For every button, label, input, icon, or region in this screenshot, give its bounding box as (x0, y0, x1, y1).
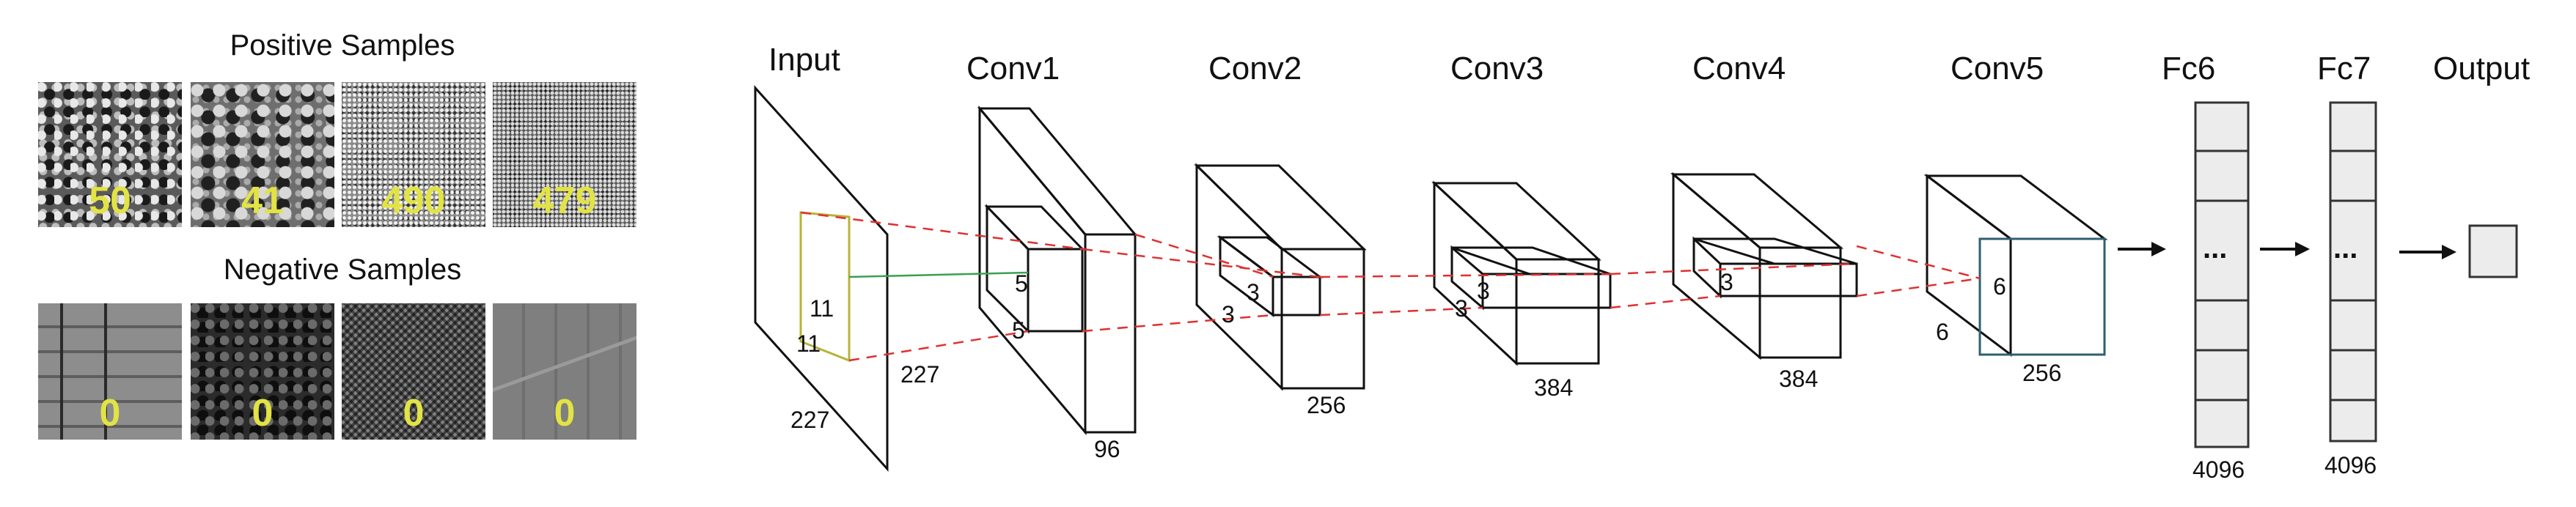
sample-count-label: 490 (381, 180, 446, 222)
sample-count-label: 0 (554, 392, 576, 434)
projection-lines (800, 211, 1981, 362)
dim-label: 3 (1720, 269, 1733, 295)
dim-label: 384 (1534, 374, 1573, 401)
dim-label: 3 (1455, 295, 1468, 322)
dim-label: 3 (1222, 301, 1235, 327)
positive-sample-image: 41 (191, 82, 334, 227)
sample-count-label: 479 (532, 180, 597, 222)
layer-title-conv4: Conv4 (1692, 51, 1786, 86)
arrow-right-icon (2151, 242, 2166, 256)
dim-label: 256 (1307, 392, 1346, 418)
dim-label: 11 (796, 330, 821, 357)
sample-count-label: 0 (403, 392, 425, 434)
negative-sample-image: 0 (38, 303, 182, 440)
layer-title-conv5: Conv5 (1951, 51, 2044, 86)
layer-title-fc7: Fc7 (2317, 51, 2371, 86)
conv3-block (1431, 180, 1612, 366)
dim-label: 5 (1015, 270, 1028, 297)
dim-label: 4096 (2192, 456, 2245, 483)
dim-label: 5 (1012, 317, 1025, 344)
dim-label: 11 (810, 295, 834, 322)
sample-count-label: 50 (89, 180, 131, 222)
conv5-block (1923, 173, 2108, 358)
arrow-right-icon (2295, 242, 2310, 256)
kernel-link-line (848, 271, 1029, 278)
dim-label: 3 (1247, 279, 1260, 306)
conv1-block (977, 105, 1138, 436)
conv4-block (1670, 171, 1858, 360)
layer-title-conv3: Conv3 (1450, 51, 1544, 86)
dim-label: 4096 (2324, 452, 2377, 478)
negative-samples-title: Negative Samples (223, 253, 462, 286)
dim-label: 3 (1477, 278, 1490, 304)
negative-sample-image: 0 (191, 303, 334, 440)
dim-label: 6 (1993, 273, 2006, 300)
positive-sample-image: 479 (493, 82, 636, 227)
layer-title-conv1: Conv1 (966, 51, 1060, 86)
positive-sample-image: 50 (38, 82, 182, 227)
negative-sample-image: 0 (342, 303, 485, 440)
layer-title-output: Output (2433, 51, 2530, 86)
dim-label: 96 (1094, 436, 1120, 462)
dim-label: 227 (900, 361, 939, 388)
dim-label: 256 (2022, 360, 2061, 386)
layer-title-conv2: Conv2 (1208, 51, 1302, 86)
ellipsis-icon: ... (2203, 232, 2227, 264)
positive-samples-title: Positive Samples (230, 29, 455, 62)
sample-count-label: 0 (99, 392, 121, 434)
positive-sample-image: 490 (342, 82, 485, 227)
layer-title-fc6: Fc6 (2162, 51, 2215, 86)
sample-count-label: 0 (252, 392, 274, 434)
arrow-right-icon (2442, 245, 2456, 259)
dim-label: 227 (790, 407, 829, 433)
layer-title-input: Input (768, 42, 840, 78)
negative-sample-image: 0 (493, 303, 636, 440)
ellipsis-icon: ... (2333, 232, 2357, 264)
dim-label: 384 (1779, 366, 1818, 392)
output-node (2468, 224, 2518, 278)
input-plane (754, 85, 889, 472)
fc6-layer (2194, 101, 2250, 448)
sample-count-label: 41 (241, 180, 284, 222)
fc7-layer (2329, 101, 2377, 443)
dim-label: 6 (1936, 319, 1949, 345)
